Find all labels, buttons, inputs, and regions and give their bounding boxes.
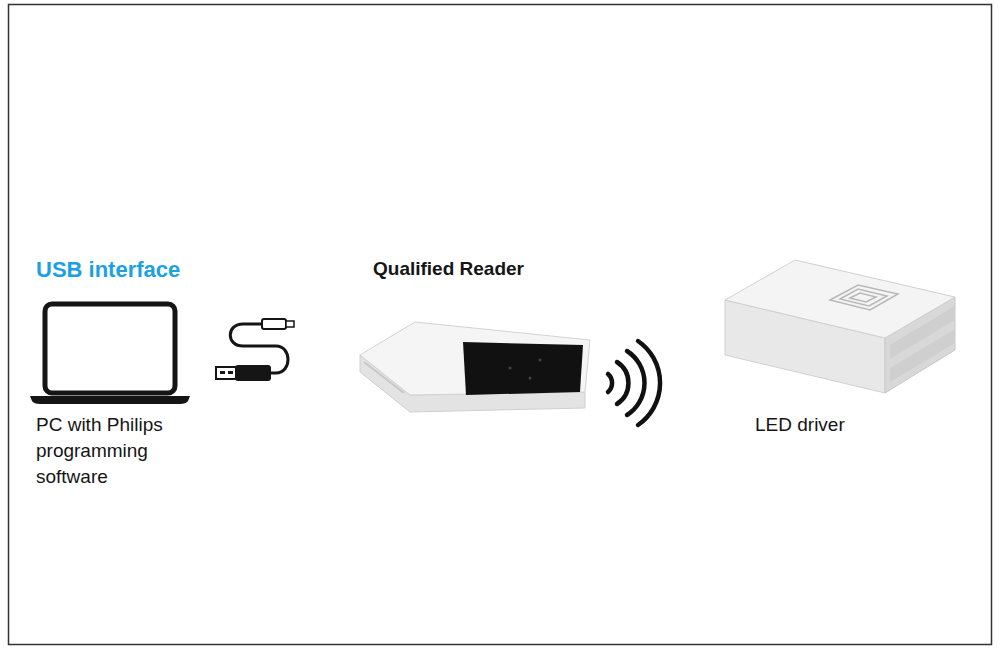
computer-node: USB interface PC with Philips programming… <box>30 252 310 497</box>
laptop-illustration <box>30 304 190 404</box>
led-driver-illustration <box>725 260 955 393</box>
usb-cable-illustration <box>216 319 294 381</box>
device-caption: LED driver <box>755 412 955 438</box>
driver-node: LED driver <box>715 252 970 447</box>
reader-node: Qualified Reader <box>355 252 600 422</box>
reader-illustration <box>360 322 590 412</box>
wireless-waves-symbol <box>608 341 660 425</box>
interface-heading: USB interface <box>36 256 286 284</box>
frame-border <box>9 5 992 645</box>
device-heading: Qualified Reader <box>373 256 593 282</box>
device-caption: PC with Philips programming software <box>36 412 186 490</box>
